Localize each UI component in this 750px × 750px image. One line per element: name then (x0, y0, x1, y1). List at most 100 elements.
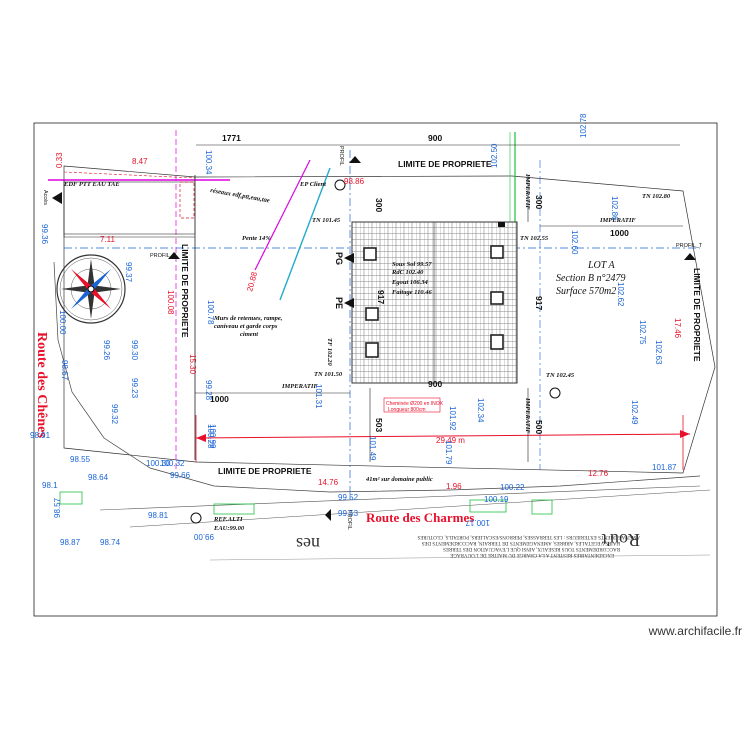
spot-level: 98.86 (344, 177, 365, 186)
level-rdc: RdC 102.40 (391, 269, 424, 276)
red-arrow-left (196, 434, 206, 442)
road-mirror-a: Rou't (602, 530, 640, 550)
red-dim-line (195, 433, 691, 439)
spot-level: 100.28 (206, 424, 215, 449)
spot-level: 98.67 (60, 360, 69, 381)
road-chenes: Route des Chênes (34, 332, 49, 438)
limite-bottom: LIMITE DE PROPRIETE (218, 466, 312, 476)
dim-top-left: 1771 (222, 133, 241, 143)
cyan-diag (279, 167, 331, 301)
level-egout: Egout 106.34 (391, 279, 429, 286)
murs-2: caniveau et garde corps (214, 323, 278, 330)
note-2: HAIES VEGETALES, ARBRES, AMENAGEMENTS DE… (421, 540, 620, 545)
lot-title: LOT A (587, 260, 615, 271)
spot-level: 102.34 (476, 398, 485, 423)
roof-window-5 (365, 342, 379, 358)
reseau: réseaux edf,ptt,eau,tae (210, 187, 271, 204)
spot-level: 99.23 (130, 378, 139, 399)
green-box-1 (59, 491, 83, 505)
profil-right: PROFIL_T (676, 243, 703, 249)
profil-marker-left (168, 252, 180, 259)
level-sous-sol: Sous Sol 99.57 (392, 261, 432, 268)
road-mirror-b: nes (296, 534, 320, 554)
note-3: RACCORDEMENTS TOUS RESEAUX, AINSI QUE L'… (443, 546, 620, 551)
spot-level: 99.30 (130, 340, 139, 361)
green-box-2 (213, 503, 255, 515)
red-bracket-left (179, 181, 195, 219)
note-4: EXCEDENTAIRES RESTENT A LA CHARGE DU MAI… (450, 552, 614, 557)
roof-window-3 (490, 291, 504, 305)
dim-1476: 14.76 (318, 478, 339, 487)
green-box-3 (531, 499, 553, 515)
spot-level: 98.91 (30, 431, 51, 440)
tn-102-80: TN 102.80 (642, 193, 671, 200)
edf: EDF PTT EAU TAE (63, 181, 120, 188)
spot-level: 100.30 (146, 459, 171, 468)
roof-window-2 (490, 245, 504, 259)
road-edge (99, 485, 701, 511)
spot-level: 98.81 (148, 511, 169, 520)
profil-marker-bottom (325, 509, 331, 521)
spot-level: 102.60 (570, 230, 579, 255)
dim-1746: 17.46 (673, 318, 682, 339)
profil-top: PROFIL (338, 146, 344, 166)
ref-alti-val: EAU:99.00 (213, 525, 245, 532)
dim-847: 8.47 (132, 157, 148, 166)
dim-1000-right: 1000 (610, 228, 629, 238)
spot-level: 101.79 (444, 440, 453, 465)
limite-left: LIMITE DE PROPRIETE (180, 244, 190, 338)
spot-level: 98.74 (100, 538, 121, 547)
spot-level: 100.34 (204, 150, 213, 175)
spot-level: 99.32 (110, 404, 119, 425)
dim-900-b: 900 (428, 379, 442, 389)
red-cheminee-box (383, 397, 441, 413)
murs-1: Murs de retenues, rampe, (213, 315, 283, 322)
spot-level: 100.08 (166, 290, 175, 315)
spot-level: 102.75 (638, 320, 647, 345)
note-1: AMENAGEMENTS EXTERIEURS : LES TERRASSES,… (417, 534, 640, 539)
spot-level: 102.62 (616, 282, 625, 307)
imperatif-mid: IMPERATIF (599, 217, 636, 224)
roof-window-1 (363, 247, 377, 261)
limite-right: LIMITE DE PROPRIETE (692, 268, 702, 362)
tf-102-20: TF 102.20 (326, 338, 333, 366)
spot-level: 102.78 (579, 113, 588, 138)
acces: Accès (42, 190, 48, 205)
tn-101-50: TN 101.50 (314, 371, 343, 378)
house-footprint (351, 221, 518, 384)
spot-level: 99.00 (193, 532, 214, 541)
pente: Pente 14% (242, 235, 271, 242)
ep-client: EP Client (299, 181, 326, 188)
dim-1276: 12.76 (588, 469, 609, 478)
chimney (498, 222, 505, 227)
spot-level: 100.17 (465, 518, 490, 527)
profil-left: PROFIL_T (150, 253, 177, 259)
tn-102-45: TN 102.45 (546, 372, 575, 379)
dim-1000-left: 1000 (210, 394, 229, 404)
spot-level: 99.52 (338, 493, 359, 502)
dim-2949: 29.49 m (436, 436, 465, 445)
tn-marker-right (549, 387, 561, 399)
ep-client-marker (334, 179, 346, 191)
spot-level: 98.87 (60, 538, 81, 547)
road-edge-curve (53, 261, 701, 493)
red-dash-top (63, 171, 196, 179)
ref-alti-marker (190, 512, 202, 524)
spot-level: 99.28 (204, 380, 213, 401)
watermark: www.archifacile.fr (648, 624, 742, 638)
spot-level: 101.31 (314, 384, 323, 409)
spot-level: 20.88 (245, 270, 259, 292)
spot-level: 99.66 (170, 471, 191, 480)
spot-level: 101.49 (368, 436, 377, 461)
access-strip (63, 181, 196, 235)
dim-300-b: 300 (534, 195, 544, 209)
spot-level: 98.64 (88, 473, 109, 482)
murs-3: ciment (240, 331, 258, 338)
tn-102-55: TN 102.55 (520, 235, 549, 242)
dim-917-b: 917 (534, 296, 544, 310)
profil-marker-right (684, 253, 696, 260)
dim-500: 500 (534, 420, 544, 434)
spot-level: 102.49 (630, 400, 639, 425)
roof-window-6 (490, 334, 504, 350)
